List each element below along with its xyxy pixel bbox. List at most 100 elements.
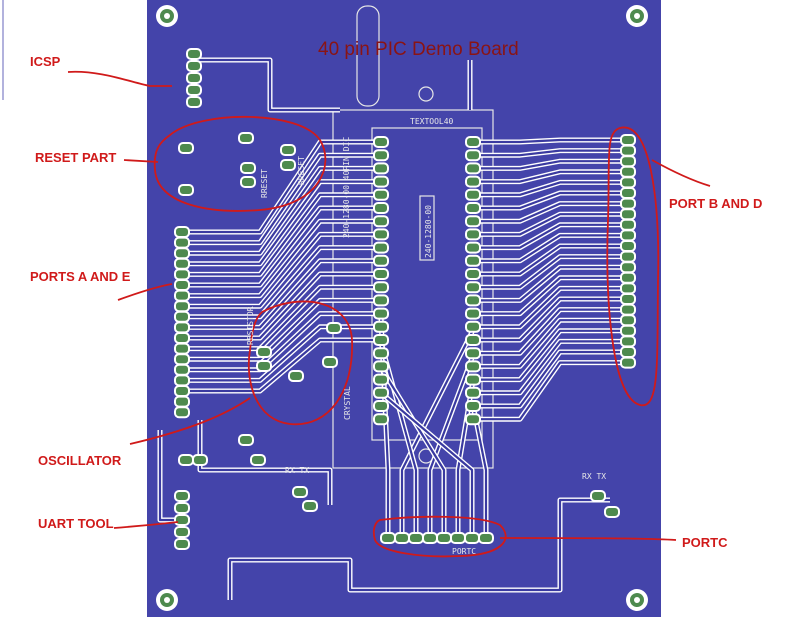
port-bd-header-pin-19 [620, 324, 636, 337]
part-pad-8 [256, 346, 272, 358]
trace-port-bd-19-core [473, 340, 628, 394]
trace-port-bd-20-core [473, 350, 628, 408]
socket-pin-right-10 [465, 254, 481, 267]
trace-port-ae-10-core [182, 272, 381, 340]
icsp-header-pin-3 [186, 72, 202, 84]
socket-pin-left-3 [373, 162, 389, 175]
socket-pin-right-5 [465, 188, 481, 201]
ports-ae-leader [117, 283, 173, 301]
part-pad-6 [280, 144, 296, 156]
portc-header-pin-4 [422, 532, 438, 544]
port-bd-header-pin-4 [620, 165, 636, 178]
socket-pin-left-14 [373, 307, 389, 320]
socket-pin-left-19 [373, 373, 389, 386]
trace-port-bd-8-core [473, 223, 628, 249]
trace-port-ae-1-core [182, 154, 381, 244]
part-pad-9 [256, 360, 272, 372]
silk-reset-2: RRESET [297, 156, 306, 185]
trace-port-bd-1-core [473, 149, 628, 157]
oscillator-leader [129, 397, 251, 445]
socket-pin-left-6 [373, 202, 389, 214]
silk-rx-tx-right: RX TX [582, 472, 607, 481]
silk-reset-1: RRESET [260, 169, 269, 198]
part-pad-12 [326, 322, 342, 334]
port-bd-header-pin-6 [620, 187, 636, 199]
trace-icsp-bus-core [190, 58, 340, 112]
annotations [67, 70, 711, 558]
port-bd-header-pin-12 [620, 250, 636, 263]
trace-port-bd-17-core [473, 319, 628, 368]
callout-port-b-and-d: PORT B AND D [669, 196, 763, 211]
trace-port-bd-0-core [473, 138, 628, 144]
trace-port-ae-0-core [182, 140, 381, 234]
part-pad-4 [240, 162, 256, 174]
socket-pin-right-3 [465, 162, 481, 175]
silk-socket-label-a: 240-1280-00 [424, 205, 433, 258]
socket-pin-left-20 [373, 386, 389, 399]
part-pad-16 [250, 454, 266, 466]
trace-port-ae-13-core [182, 312, 381, 371]
port-ae-header-pin-5 [174, 268, 190, 281]
port-ae-header-pin-10 [174, 321, 190, 334]
callout-icsp: ICSP [30, 54, 61, 69]
port-ae-header-pin-17 [174, 395, 190, 408]
socket-pin-right-13 [465, 294, 481, 307]
portc-header-pin-7 [464, 532, 480, 544]
trace-port-bd-15-core [473, 297, 628, 342]
socket-pin-left-7 [373, 215, 389, 228]
port-bd-header-pin-15 [620, 282, 636, 295]
socket-pin-right-22 [465, 413, 481, 426]
trace-port-bd-2-core [473, 160, 628, 170]
trace-port-ae-12-core [182, 299, 381, 361]
icsp-header-pin-5 [186, 96, 202, 108]
icsp-header-pin-1 [186, 48, 202, 60]
silk-rx-tx-center: RX TX [285, 466, 310, 475]
part-pad-19 [590, 490, 606, 502]
socket-pin-right-16 [465, 334, 481, 346]
port-bd-header-pin-20 [620, 335, 636, 348]
mounting-holes [156, 5, 648, 611]
port-ae-header-pin-18 [174, 406, 190, 419]
trace-port-ae-5-core [182, 206, 381, 287]
port-bd-header-pin-22 [620, 356, 636, 369]
socket-pin-right-1 [465, 136, 481, 148]
uart-header-pin-2 [174, 502, 190, 514]
reset-leader [123, 159, 159, 163]
callout-uart-tool: UART TOOL [38, 516, 114, 531]
socket-pin-left-18 [373, 360, 389, 373]
port-bd-header-pin-18 [620, 314, 636, 327]
trace-portc-3-core [428, 354, 475, 538]
socket-pin-left-1 [373, 136, 389, 148]
oscillator-oval [247, 300, 353, 426]
trace-port-ae-15-core [182, 338, 381, 393]
port-bd-header-pin-10 [620, 229, 636, 242]
trace-port-ae-8-core [182, 246, 381, 318]
socket-pin-right-14 [465, 307, 481, 320]
trace-port-bd-12-core [473, 266, 628, 302]
silk-resistor: RESISTOR [246, 306, 255, 345]
socket-pin-right-21 [465, 400, 481, 412]
port-bd-header-pin-5 [620, 176, 636, 189]
trace-port-bd-7-core [473, 213, 628, 236]
socket-pin-right-12 [465, 281, 481, 294]
port-ae-header-pin-1 [174, 226, 190, 238]
part-pad-20 [604, 506, 620, 518]
uart-header-pin-4 [174, 526, 190, 538]
port-bd-header-pin-17 [620, 303, 636, 316]
socket-pin-left-13 [373, 294, 389, 307]
part-pad-14 [192, 454, 208, 466]
socket-pin-right-20 [465, 386, 481, 399]
trace-port-ae-11-core [182, 286, 381, 350]
silk-crystal: CRYSTAL [343, 386, 352, 420]
port-bd-header-pin-8 [620, 208, 636, 221]
port-ae-header-pin-7 [174, 289, 190, 302]
socket-pin-right-6 [465, 202, 481, 214]
socket-pin-left-16 [373, 334, 389, 346]
trace-port-ae-2-core [182, 167, 381, 255]
portc-leader [499, 537, 677, 541]
port-bd-header-pin-14 [620, 271, 636, 284]
socket-pin-left-4 [373, 175, 389, 188]
trace-portc-4-core [380, 367, 446, 538]
trace-port-ae-4-core [182, 193, 381, 276]
trace-port-ae-9-core [182, 259, 381, 329]
